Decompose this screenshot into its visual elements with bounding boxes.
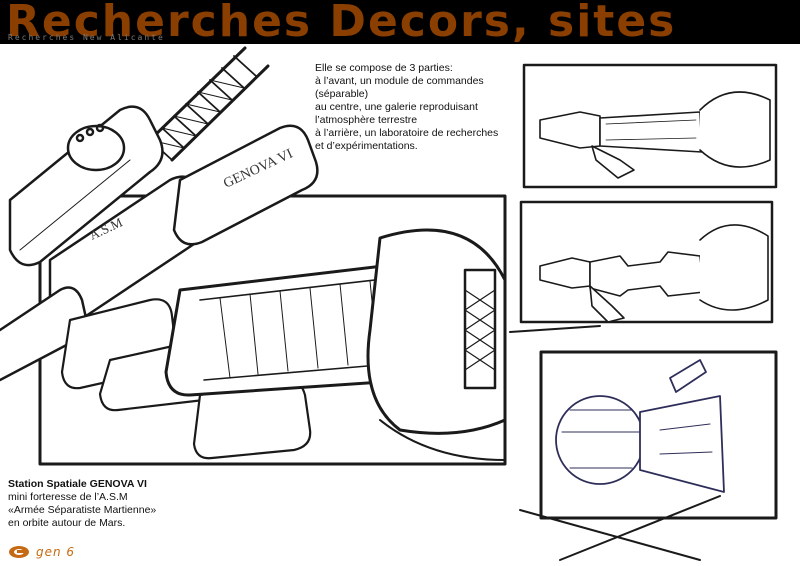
intro-line: l’atmosphère terrestre bbox=[315, 114, 418, 126]
side-sketch-panel-2 bbox=[519, 200, 774, 324]
intro-line: à l’avant, un module de commandes bbox=[315, 75, 484, 87]
frame-extra-lines bbox=[509, 325, 721, 561]
side-sketch-2 bbox=[539, 224, 769, 323]
header-banner: Recherches Decors, sites Recherches New … bbox=[0, 0, 800, 44]
side-sketch-1 bbox=[539, 91, 771, 179]
gen6-logo-icon bbox=[9, 546, 29, 558]
intro-line: (séparable) bbox=[315, 88, 369, 100]
caption-line: «Armée Séparatiste Martienne» bbox=[8, 504, 157, 516]
intro-text: Elle se compose de 3 parties: à l’avant,… bbox=[315, 62, 520, 153]
intro-line: à l’arrière, un laboratoire de recherche… bbox=[315, 127, 499, 139]
side-sketch-3 bbox=[555, 359, 725, 493]
side-sketch-panel-1 bbox=[522, 63, 778, 189]
caption-title: Station Spatiale GENOVA VI bbox=[8, 478, 147, 490]
intro-line: et d’expérimentations. bbox=[315, 140, 418, 152]
side-sketch-panel-3 bbox=[539, 350, 778, 520]
station-main-sketch bbox=[60, 228, 507, 461]
footer-logo: gen 6 bbox=[8, 544, 75, 560]
caption-line: en orbite autour de Mars. bbox=[8, 517, 126, 529]
station-caption: Station Spatiale GENOVA VI mini forteres… bbox=[8, 478, 228, 530]
caption-line: mini forteresse de l’A.S.M bbox=[8, 491, 128, 503]
logo-text: gen 6 bbox=[36, 545, 76, 559]
intro-line: au centre, une galerie reproduisant bbox=[315, 101, 478, 113]
page-title: Recherches Decors, sites bbox=[6, 0, 677, 44]
intro-line: Elle se compose de 3 parties: bbox=[315, 62, 453, 74]
tank-sketch bbox=[0, 46, 319, 382]
page-subtitle: Recherches New Alicante bbox=[8, 33, 165, 42]
